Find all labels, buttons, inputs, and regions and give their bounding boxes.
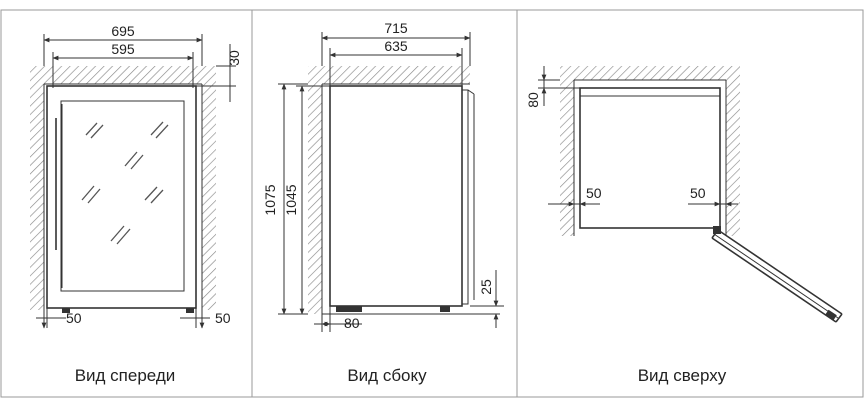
front-view-wall xyxy=(30,66,216,310)
front-outer-width-label: 695 xyxy=(111,23,135,39)
front-view-panel: 695 595 30 50 50 Вид спереди xyxy=(30,23,242,385)
side-inner-height-label: 1045 xyxy=(283,184,299,215)
open-door xyxy=(711,229,843,323)
front-view-cabinet xyxy=(46,85,197,313)
top-dimension-lines xyxy=(538,66,738,214)
side-dimension-lines xyxy=(278,32,504,332)
front-right-gap-label: 50 xyxy=(215,310,231,326)
side-inner-depth-label: 635 xyxy=(384,38,408,54)
side-outer-height-label: 1075 xyxy=(262,184,278,215)
top-view-wall xyxy=(560,66,740,236)
side-view-panel: 715 635 1075 1045 80 25 Вид сбоку xyxy=(262,20,504,385)
glass-reflection-marks xyxy=(81,121,169,245)
side-back-gap-label: 80 xyxy=(344,315,360,331)
front-inner-width-label: 595 xyxy=(111,41,135,57)
side-view-wall xyxy=(308,66,500,315)
side-outer-depth-label: 715 xyxy=(384,20,408,36)
top-view-panel: 80 50 50 Вид сверху xyxy=(525,66,843,385)
top-view-caption: Вид сверху xyxy=(638,366,727,385)
top-view-cabinet xyxy=(579,87,721,234)
side-view-cabinet xyxy=(329,85,475,312)
front-top-gap-label: 30 xyxy=(226,50,242,66)
front-view-caption: Вид спереди xyxy=(75,366,176,385)
top-view-left-gap-label: 50 xyxy=(586,185,602,201)
side-view-caption: Вид сбоку xyxy=(347,366,427,385)
top-view-top-gap-label: 80 xyxy=(525,92,541,108)
diagram-frame xyxy=(0,9,864,398)
side-bottom-gap-label: 25 xyxy=(478,279,494,295)
front-left-gap-label: 50 xyxy=(66,310,82,326)
front-dimension-lines xyxy=(36,34,236,329)
top-view-right-gap-label: 50 xyxy=(690,185,706,201)
